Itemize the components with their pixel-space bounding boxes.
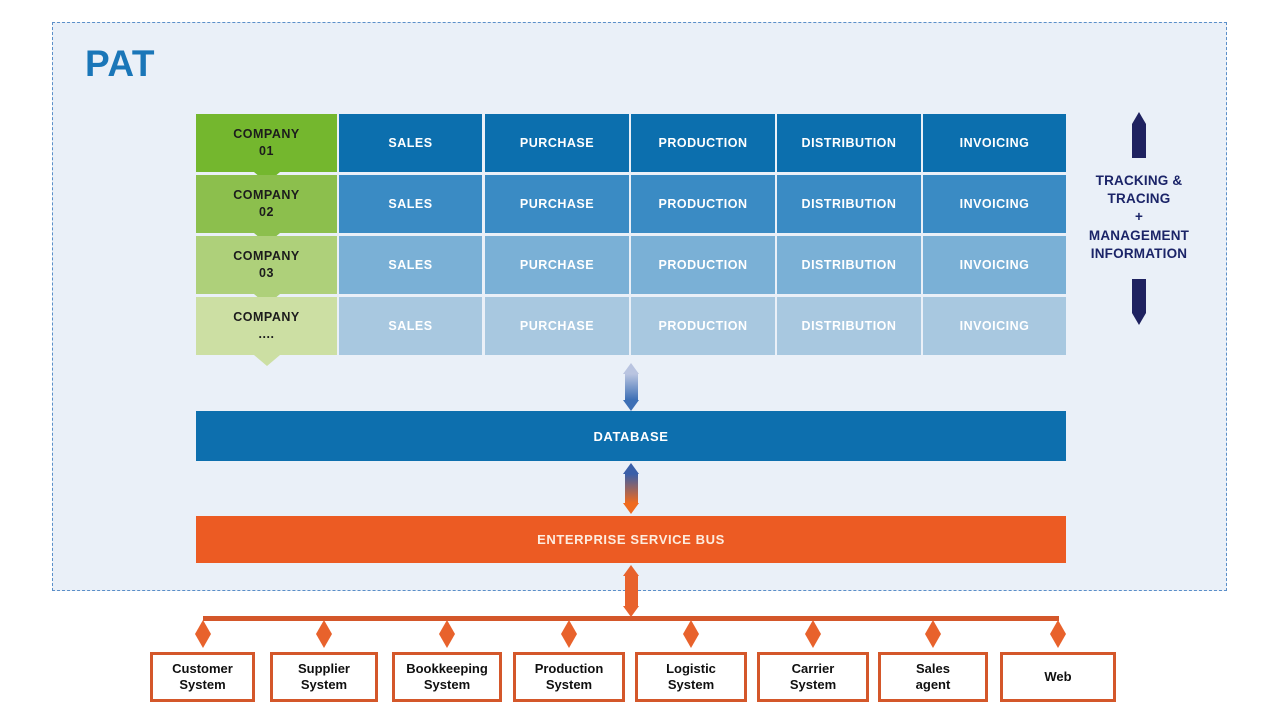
bus-connector-diamond bbox=[1050, 620, 1066, 648]
enterprise-service-bus-bar: ENTERPRISE SERVICE BUS bbox=[196, 516, 1066, 563]
company-label: COMPANY.... bbox=[233, 310, 300, 341]
function-cell-production[interactable]: PRODUCTION bbox=[631, 175, 775, 233]
bus-connector-diamond bbox=[439, 620, 455, 648]
function-cell-invoicing[interactable]: INVOICING bbox=[923, 297, 1066, 355]
bus-connector-diamond bbox=[194, 620, 211, 648]
function-cell-purchase[interactable]: PURCHASE bbox=[485, 236, 629, 294]
connector-matrix-database bbox=[623, 363, 639, 411]
bus-connector-diamond bbox=[316, 620, 332, 648]
connector-esb-bus bbox=[623, 565, 639, 617]
company-cell[interactable]: COMPANY.... bbox=[196, 297, 337, 366]
arrow-up-icon bbox=[1132, 112, 1146, 158]
function-cell-distribution[interactable]: DISTRIBUTION bbox=[777, 236, 921, 294]
chevron-down-icon bbox=[253, 355, 280, 366]
function-cell-production[interactable]: PRODUCTION bbox=[631, 297, 775, 355]
database-bar: DATABASE bbox=[196, 411, 1066, 461]
function-cell-purchase[interactable]: PURCHASE bbox=[485, 297, 629, 355]
page-title: PAT bbox=[85, 43, 156, 84]
function-cell-invoicing[interactable]: INVOICING bbox=[923, 236, 1066, 294]
bus-connector-diamond bbox=[683, 620, 699, 648]
function-cell-purchase[interactable]: PURCHASE bbox=[485, 175, 629, 233]
function-cell-production[interactable]: PRODUCTION bbox=[631, 236, 775, 294]
function-cell-purchase[interactable]: PURCHASE bbox=[485, 114, 629, 172]
function-cell-distribution[interactable]: DISTRIBUTION bbox=[777, 297, 921, 355]
function-cell-sales[interactable]: SALES bbox=[339, 114, 482, 172]
function-cell-invoicing[interactable]: INVOICING bbox=[923, 175, 1066, 233]
connector-database-esb bbox=[623, 463, 639, 514]
system-box[interactable]: Web bbox=[1000, 652, 1116, 702]
function-cell-sales[interactable]: SALES bbox=[339, 175, 482, 233]
arrow-down-icon bbox=[1132, 279, 1146, 326]
bus-connector-diamond bbox=[561, 620, 577, 648]
function-cell-production[interactable]: PRODUCTION bbox=[631, 114, 775, 172]
function-cell-sales[interactable]: SALES bbox=[339, 297, 482, 355]
function-cell-sales[interactable]: SALES bbox=[339, 236, 482, 294]
bus-connector-diamond bbox=[925, 620, 941, 648]
function-cell-invoicing[interactable]: INVOICING bbox=[923, 114, 1066, 172]
bus-line bbox=[203, 616, 1059, 621]
bus-connector-diamond bbox=[805, 620, 821, 648]
function-cell-distribution[interactable]: DISTRIBUTION bbox=[777, 175, 921, 233]
function-cell-distribution[interactable]: DISTRIBUTION bbox=[777, 114, 921, 172]
